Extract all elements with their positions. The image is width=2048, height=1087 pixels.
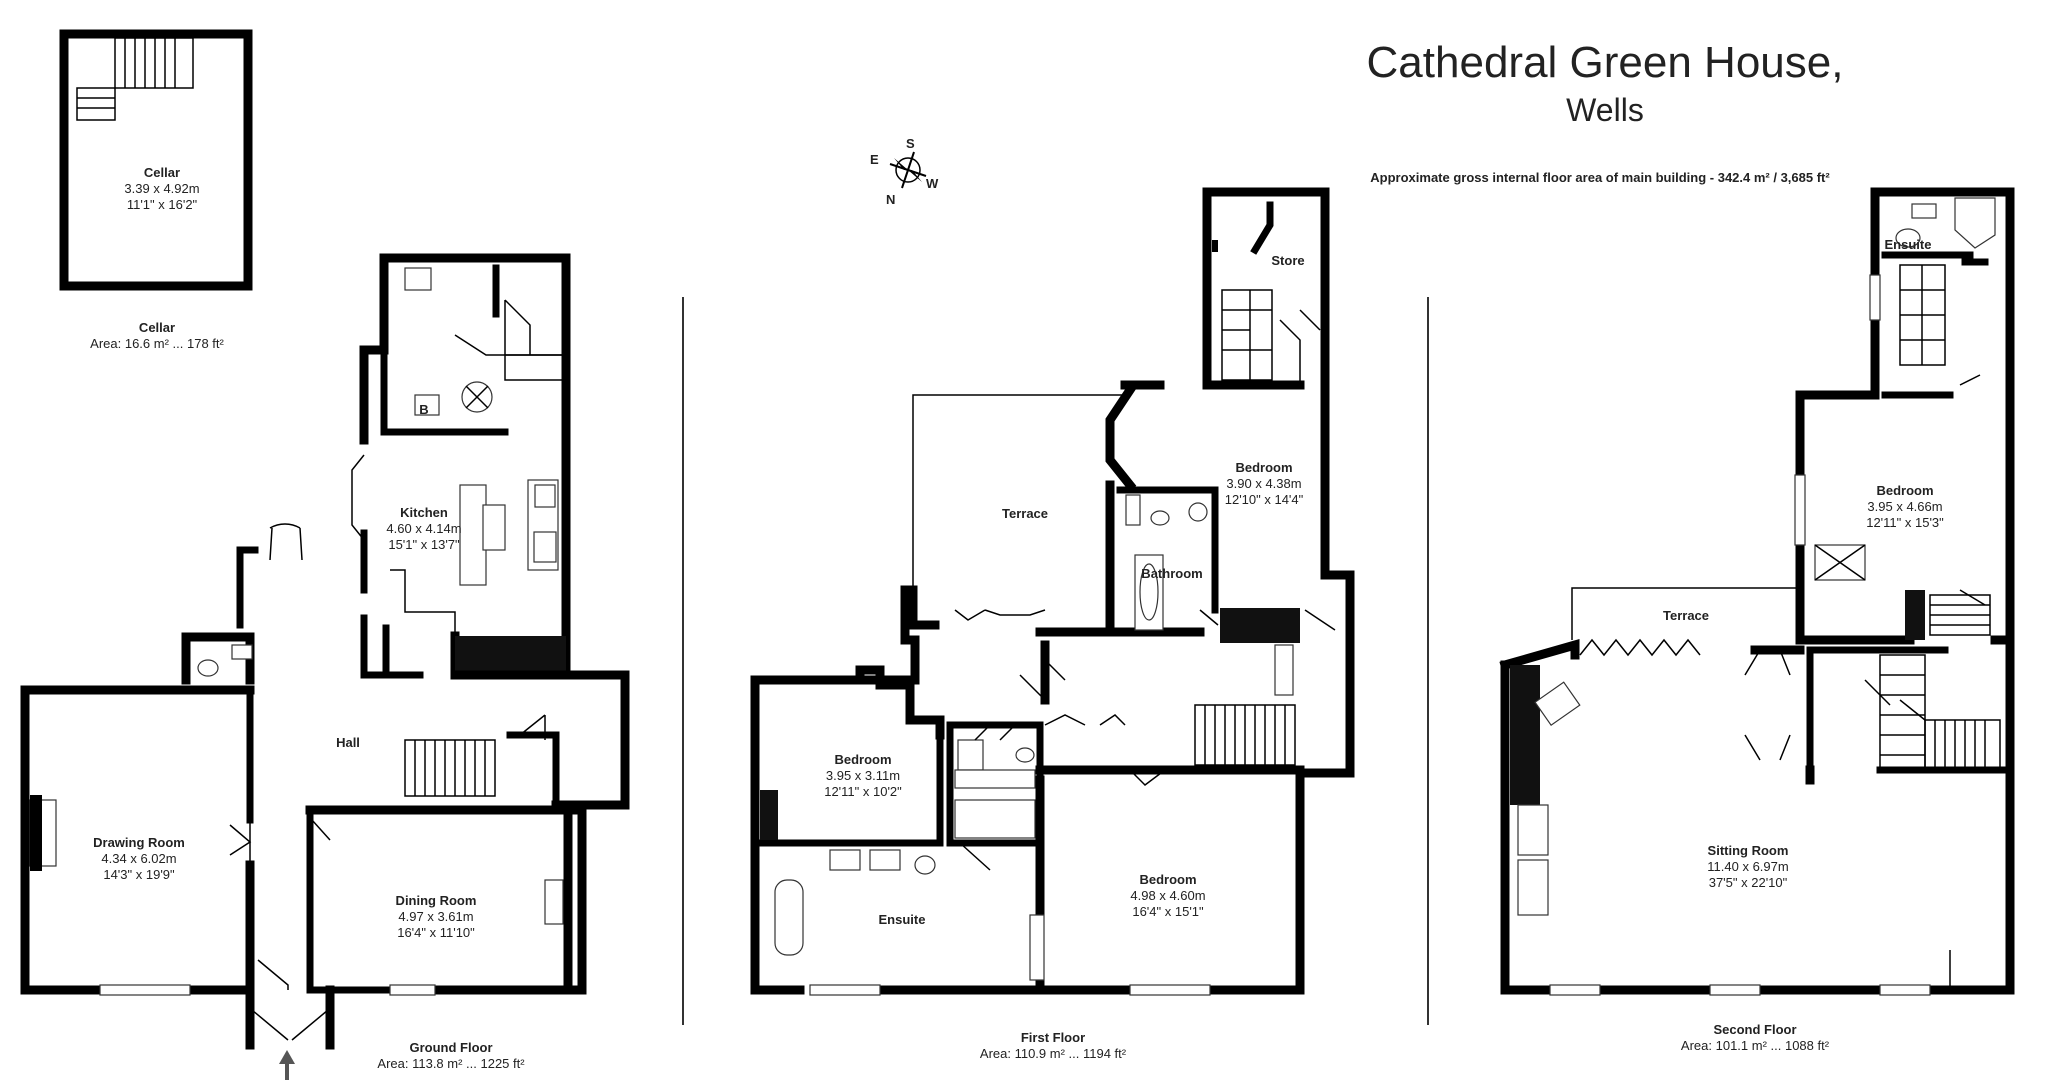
cellar-plan [59,29,253,291]
room-hall: Hall [336,735,360,750]
property-location: Wells [1566,92,1644,128]
room-ensuite-second: Ensuite [1884,237,1932,252]
second-floor-main-stairs [1879,654,2001,771]
room-kitchen: Kitchen 4.60 x 4.14m 15'1" x 13'7" [386,505,462,552]
compass-label-e: E [870,152,879,167]
cellar-stairs [76,37,194,121]
room-bathroom: Bathroom [1141,566,1203,581]
room-terrace-second: Terrace [1662,608,1710,623]
second-floor-plan [1499,187,2015,996]
room-store: Store [1271,253,1305,268]
compass-label-n: N [886,192,896,207]
room-sitting-room: Sitting Room 11.40 x 6.97m 37'5" x 22'10… [1707,843,1789,890]
room-dining-room: Dining Room 4.97 x 3.61m 16'4" x 11'10" [395,893,477,940]
room-bedroom-first-left: Bedroom 3.95 x 3.11m 12'11" x 10'2" [824,752,902,799]
ground-floor-plan [20,253,630,1050]
entrance-arrow-icon [279,1050,295,1080]
compass-rose-icon [889,151,927,189]
compass-label-w: W [926,176,939,191]
room-bedroom-second: Bedroom 3.95 x 4.66m 12'11" x 15'3" [1866,483,1944,530]
first-floor-plan [750,187,1355,996]
room-cellar: Cellar 3.39 x 4.92m 11'1" x 16'2" [124,165,200,212]
boiler-label: B [419,402,429,417]
room-drawing-room: Drawing Room 4.34 x 6.02m 14'3" x 19'9" [93,835,185,882]
gross-area-label: Approximate gross internal floor area of… [1370,170,1830,185]
property-title: Cathedral Green House, [1366,38,1844,87]
room-terrace-first: Terrace [1001,506,1049,521]
floor-caption-second: Second Floor Area: 101.1 m² ... 1088 ft² [1680,1022,1830,1053]
compass-label-s: S [906,136,915,151]
second-floor-top-stairs [1899,264,1946,366]
floor-caption-first: First Floor Area: 110.9 m² ... 1194 ft² [979,1030,1127,1061]
first-floor-top-stairs [1221,289,1273,381]
first-floor-main-stairs [1194,704,1296,766]
room-bedroom-first-front: Bedroom 4.98 x 4.60m 16'4" x 15'1" [1130,872,1206,919]
room-bedroom-first-rear: Bedroom 3.90 x 4.38m 12'10" x 14'4" [1224,460,1304,507]
room-ensuite-first: Ensuite [878,912,926,927]
floor-caption-cellar: Cellar Area: 16.6 m² ... 178 ft² [90,320,224,351]
hall-stairs [404,739,496,797]
floor-caption-ground: Ground Floor Area: 113.8 m² ... 1225 ft² [377,1040,525,1071]
